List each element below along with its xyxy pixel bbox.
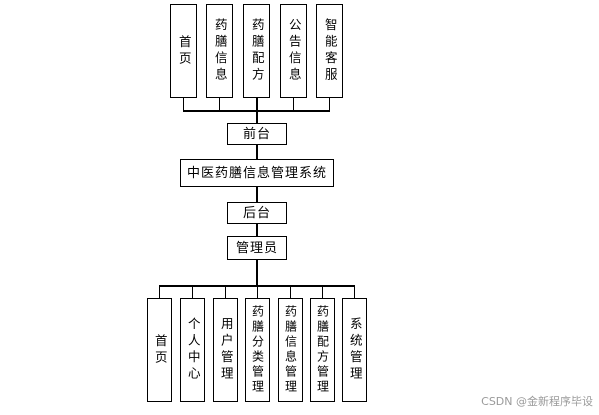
connector-line — [256, 260, 258, 286]
connector-line — [257, 285, 258, 298]
connector-line — [256, 98, 258, 111]
top-module-medicated-diet-recipe: 药膳配方 — [243, 4, 270, 98]
connector-line — [293, 98, 294, 111]
connector-line — [354, 285, 355, 298]
bottom-module-diet-recipe-management: 药膳配方管理 — [310, 298, 335, 402]
bottom-module-diet-info-management: 药膳信息管理 — [278, 298, 303, 402]
connector-line — [225, 285, 226, 298]
system-node: 中医药膳信息管理系统 — [180, 159, 334, 187]
frontend-node: 前台 — [227, 123, 287, 145]
connector-line — [256, 224, 258, 236]
watermark: CSDN @金新程序毕设 — [481, 395, 593, 408]
connector-line — [290, 285, 291, 298]
admin-node: 管理员 — [227, 236, 287, 260]
top-module-home: 首页 — [170, 4, 197, 98]
connector-line — [192, 285, 193, 298]
connector-line — [329, 98, 330, 111]
bottom-module-home: 首页 — [147, 298, 172, 402]
bottom-module-system-management: 系统管理 — [342, 298, 367, 402]
bottom-module-user-management: 用户管理 — [213, 298, 238, 402]
connector-line — [256, 110, 258, 123]
top-module-smart-customer-service: 智能客服 — [316, 4, 343, 98]
bottom-module-personal-center: 个人中心 — [180, 298, 205, 402]
connector-line — [183, 98, 184, 111]
connector-line — [322, 285, 323, 298]
backend-node: 后台 — [227, 202, 287, 224]
top-module-medicated-diet-info: 药膳信息 — [206, 4, 233, 98]
connector-line — [256, 187, 258, 202]
connector-line — [159, 285, 160, 298]
top-module-announcement: 公告信息 — [280, 4, 307, 98]
connector-line — [256, 145, 258, 159]
connector-line — [219, 98, 220, 111]
bottom-module-diet-category-management: 药膳分类管理 — [245, 298, 270, 402]
